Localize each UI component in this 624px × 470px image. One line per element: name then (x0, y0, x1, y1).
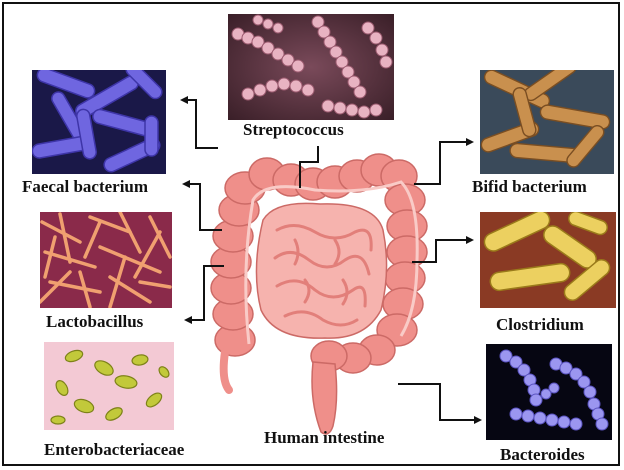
streptococcus-label: Streptococcus (243, 120, 344, 140)
clostridium-label: Clostridium (496, 315, 584, 335)
intestine-illustration (205, 140, 435, 440)
faecal-bacterium-label: Faecal bacterium (22, 177, 148, 197)
human-intestine-label: Human intestine (264, 428, 384, 448)
clostridium-image (480, 212, 616, 308)
enterobacteriaceae-label: Enterobacteriaceae (44, 440, 184, 460)
bifid-bacterium-image (480, 70, 614, 174)
bacteroides-label: Bacteroides (500, 445, 585, 465)
faecal-bacterium-image (32, 70, 166, 174)
enterobacteriaceae-image (44, 342, 174, 430)
streptococcus-image (228, 14, 394, 120)
bifid-bacterium-label: Bifid bacterium (472, 177, 587, 197)
lactobacillus-label: Lactobacillus (46, 312, 143, 332)
lactobacillus-image (40, 212, 172, 308)
bacteroides-image (486, 344, 612, 440)
